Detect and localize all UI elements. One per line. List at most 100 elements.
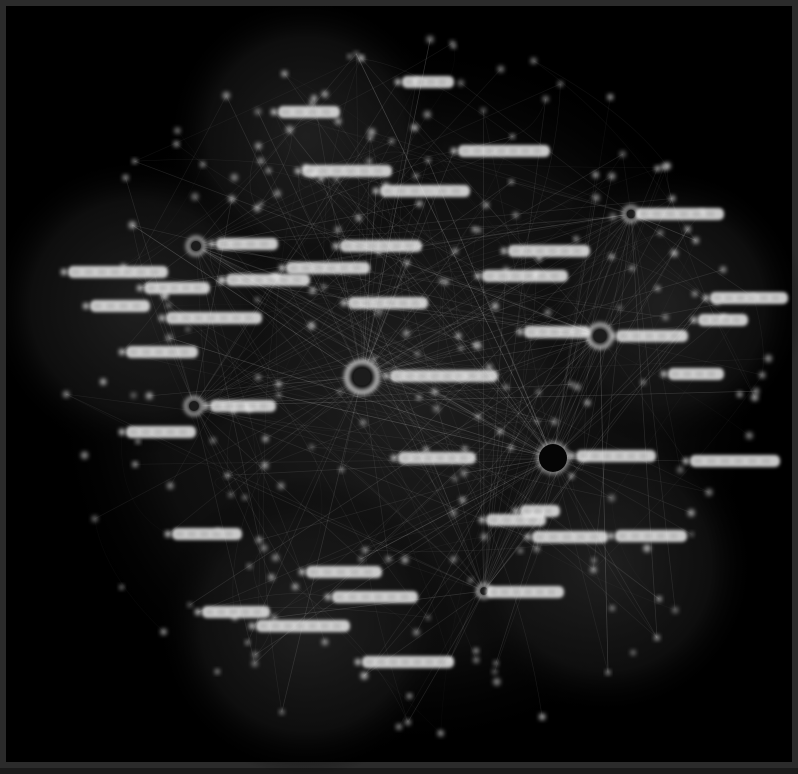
node-label-glyph-blur: [260, 403, 266, 409]
network-graph: [6, 6, 798, 774]
node-label-glyph-blur: [151, 269, 158, 275]
node-label-glyph-blur: [713, 317, 719, 323]
node-label-glyph-blur: [563, 329, 569, 335]
graph-node: [403, 330, 410, 337]
graph-node: [252, 651, 259, 658]
node-label: [166, 312, 262, 324]
graph-node: [655, 285, 661, 291]
graph-node: [737, 391, 743, 397]
node-label-glyph-blur: [125, 269, 132, 275]
graph-node: [354, 51, 359, 56]
graph-node: [358, 556, 363, 561]
node-label-glyph-blur: [261, 241, 268, 247]
graph-node: [551, 418, 558, 425]
node-label-glyph-blur: [522, 148, 529, 154]
node-label-glyph-blur: [528, 329, 534, 335]
graph-node: [609, 605, 615, 611]
node-label-glyph-blur: [628, 453, 635, 459]
node-label-glyph-blur: [516, 517, 523, 523]
node-label: [532, 531, 608, 543]
node-label-glyph-blur: [181, 349, 188, 355]
graph-node: [693, 237, 700, 244]
labeled-node: [373, 188, 379, 194]
graph-node: [415, 352, 420, 357]
labeled-node: [383, 373, 389, 379]
node-label-glyph-blur: [393, 243, 400, 249]
graph-node: [480, 108, 486, 114]
labeled-node: [341, 300, 347, 306]
graph-node: [509, 179, 514, 184]
node-label-glyph-blur: [194, 285, 200, 291]
graph-node: [132, 159, 137, 164]
graph-node: [672, 607, 679, 614]
node-label-glyph-blur: [328, 265, 335, 271]
node-label-glyph-blur: [394, 373, 401, 379]
node-label-glyph-blur: [296, 109, 303, 115]
node-label-glyph-blur: [130, 429, 137, 435]
node-label-glyph-blur: [425, 188, 433, 194]
hub-node-core: [189, 401, 199, 411]
node-label: [398, 452, 476, 464]
node-label-glyph-blur: [414, 659, 421, 665]
graph-node: [185, 327, 190, 332]
graph-node: [322, 91, 329, 98]
node-label-glyph-blur: [462, 148, 469, 154]
labeled-node: [683, 458, 689, 464]
graph-node: [309, 287, 316, 294]
node-label-glyph-blur: [245, 315, 252, 321]
graph-node: [492, 303, 499, 310]
node-label-glyph-blur: [620, 333, 627, 339]
graph-node: [254, 108, 261, 115]
graph-node: [256, 537, 262, 543]
node-label-glyph-blur: [344, 243, 351, 249]
graph-node: [132, 461, 138, 467]
graph-node: [460, 469, 467, 476]
node-label-glyph-blur: [282, 109, 289, 115]
graph-node: [276, 393, 282, 399]
node-label-glyph-blur: [303, 265, 310, 271]
graph-node: [483, 202, 490, 209]
node-label-glyph-blur: [388, 594, 395, 600]
node-label-glyph-blur: [482, 373, 489, 379]
node-label: [126, 346, 198, 358]
graph-node: [493, 678, 501, 686]
node-label-glyph-blur: [502, 589, 508, 595]
node-label-glyph-blur: [707, 211, 714, 217]
node-label-glyph-blur: [696, 371, 703, 377]
node-label-glyph-blur: [375, 594, 382, 600]
node-label-glyph-blur: [545, 508, 551, 514]
node-label-glyph-blur: [490, 517, 497, 523]
node-label-glyph-blur: [550, 534, 558, 540]
node-label-glyph-blur: [574, 329, 580, 335]
labeled-node: [165, 531, 171, 537]
labeled-node: [219, 277, 225, 283]
node-label-glyph-blur: [226, 531, 233, 537]
node-label-glyph-blur: [362, 594, 369, 600]
graph-node: [275, 381, 281, 387]
labeled-node: [299, 569, 305, 575]
node-label-glyph-blur: [412, 300, 419, 306]
graph-node: [584, 400, 590, 406]
graph-node: [617, 305, 622, 310]
hub-node-core: [627, 210, 636, 219]
graph-node: [309, 444, 314, 449]
labeled-node: [479, 517, 485, 523]
labeled-node: [61, 269, 67, 275]
node-label-glyph-blur: [426, 659, 433, 665]
graph-node: [591, 558, 596, 563]
node-label-glyph-blur: [214, 403, 220, 409]
graph-node: [271, 614, 278, 621]
labeled-node: [159, 315, 165, 321]
node-label-glyph-blur: [417, 79, 423, 85]
node-label-glyph-blur: [714, 295, 720, 301]
graph-node: [462, 446, 468, 452]
node-label-glyph-blur: [290, 265, 297, 271]
graph-node: [210, 438, 216, 444]
node-label-glyph-blur: [384, 188, 392, 194]
node-label-glyph-blur: [513, 589, 519, 595]
node-label-glyph-blur: [684, 371, 691, 377]
graph-node: [389, 139, 394, 144]
graph-node: [123, 175, 129, 181]
node-label-glyph-blur: [213, 531, 220, 537]
graph-node: [539, 714, 546, 721]
